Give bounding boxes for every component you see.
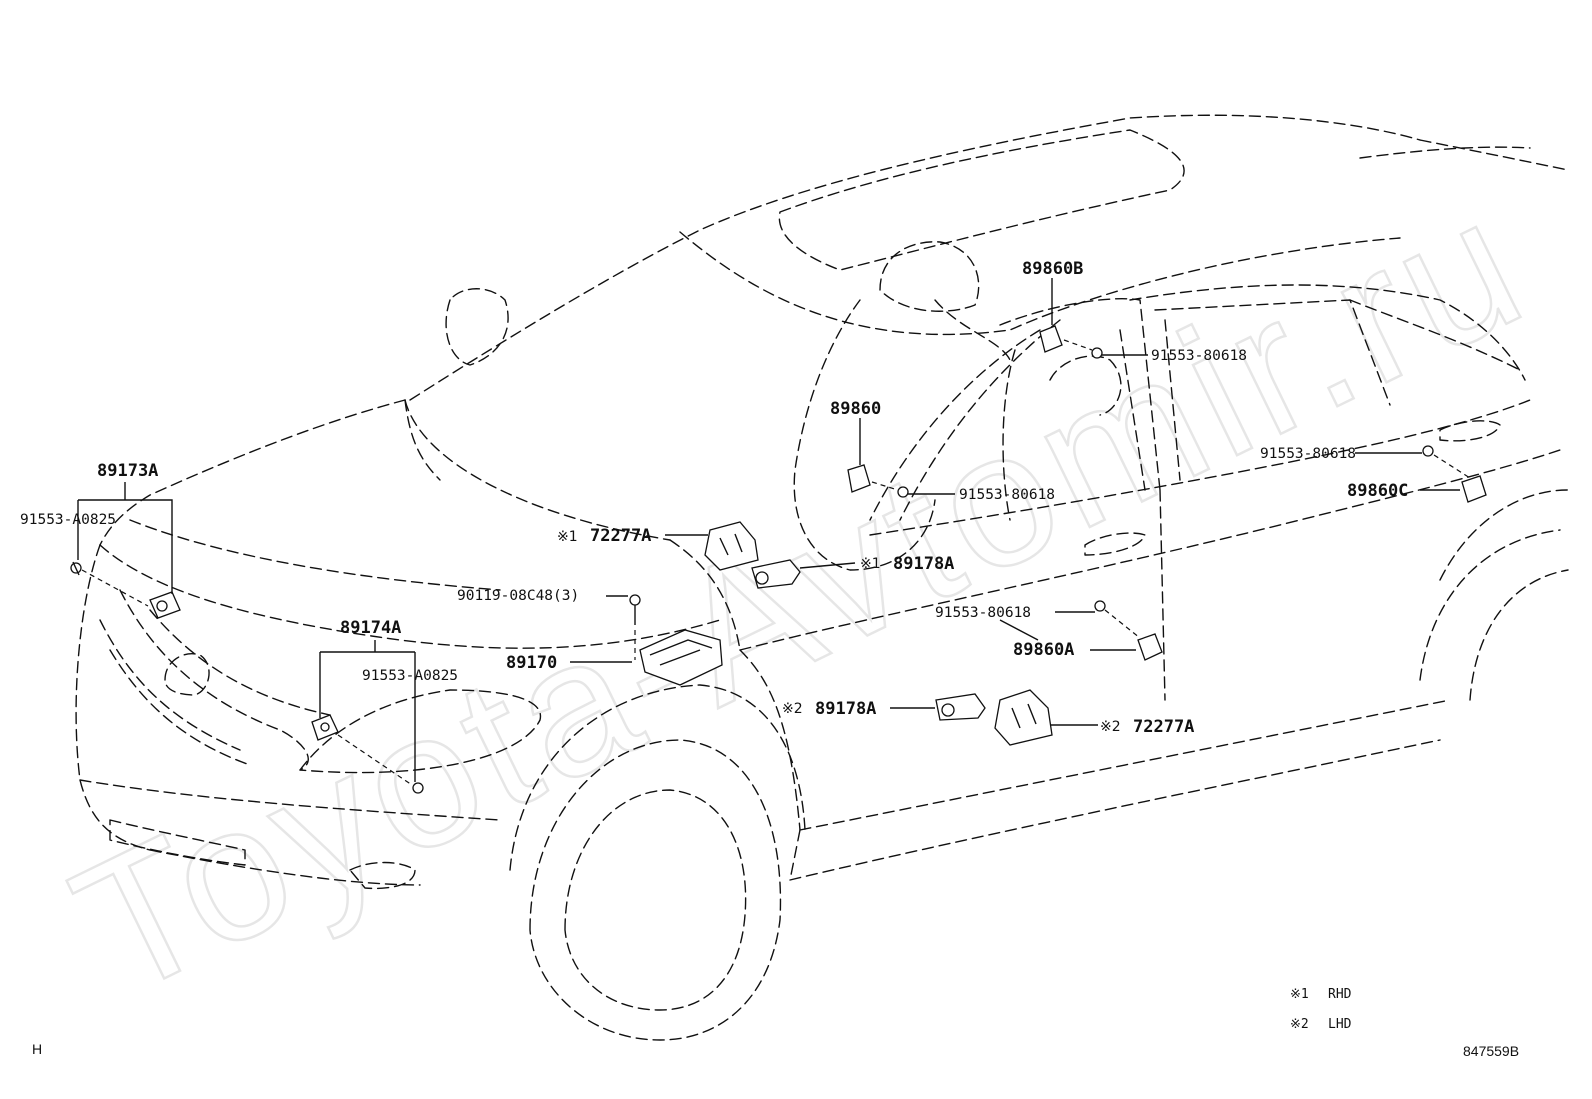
legend-text-1: RHD — [1328, 987, 1352, 1002]
label-91553-A0825-center: 91553-A0825 — [362, 668, 458, 684]
sensor-bracket-rhd — [704, 521, 759, 571]
label-91553-80618-mid: 91553-80618 — [959, 487, 1055, 503]
mark-lhd-89178A: ※2 — [782, 701, 803, 717]
mark-rhd-89178A: ※1 — [860, 556, 881, 572]
label-89860A: 89860A — [1013, 640, 1074, 660]
mark-lhd-72277A: ※2 — [1100, 719, 1121, 735]
label-89178A-rhd: 89178A — [893, 554, 954, 574]
label-89860B: 89860B — [1022, 259, 1083, 279]
side-airbag-sensor-b-pillar — [1039, 325, 1103, 359]
watermark: Toyota-Avtomir.ru — [45, 155, 1555, 1037]
side-airbag-sensor-door — [1094, 600, 1163, 661]
side-airbag-sensor-rear — [1422, 445, 1487, 503]
center-airbag-sensor-module — [629, 594, 723, 686]
label-89174A: 89174A — [340, 618, 401, 638]
side-airbag-sensor-front — [847, 464, 909, 498]
mark-rhd-72277A: ※1 — [557, 529, 578, 545]
legend-mark-1: ※1 — [1290, 987, 1309, 1002]
label-91553-A0825-left: 91553-A0825 — [20, 512, 116, 528]
legend: ※1 RHD ※2 LHD — [1290, 987, 1352, 1032]
label-89860: 89860 — [830, 399, 881, 419]
label-89178A-lhd: 89178A — [815, 699, 876, 719]
label-91553-80618-right: 91553-80618 — [1260, 446, 1356, 462]
section-letter: H — [32, 1041, 42, 1057]
front-airbag-sensor-center — [311, 714, 424, 794]
label-89173A: 89173A — [97, 461, 158, 481]
label-90119-08C48: 90119-08C48(3) — [457, 588, 579, 604]
label-72277A-rhd: 72277A — [590, 526, 651, 546]
label-91553-80618-lower: 91553-80618 — [935, 605, 1031, 621]
occupant-sensor-rhd — [751, 559, 801, 589]
front-airbag-sensor-left — [70, 561, 181, 619]
sensor-bracket-lhd — [994, 689, 1053, 746]
label-72277A-lhd: 72277A — [1133, 717, 1194, 737]
figure-code: 847559B — [1463, 1043, 1519, 1059]
legend-text-2: LHD — [1328, 1017, 1352, 1032]
label-89860C: 89860C — [1347, 481, 1408, 501]
label-89170: 89170 — [506, 653, 557, 673]
occupant-sensor-lhd — [935, 693, 986, 721]
label-91553-80618-top: 91553-80618 — [1151, 348, 1247, 364]
legend-mark-2: ※2 — [1290, 1017, 1309, 1032]
